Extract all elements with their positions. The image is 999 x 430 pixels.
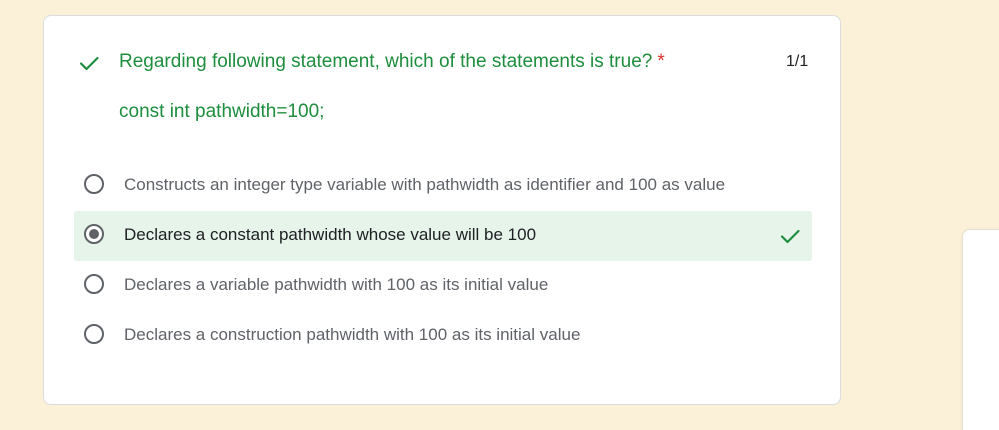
- radio-icon[interactable]: [84, 324, 104, 344]
- question-score: 1/1: [786, 53, 809, 70]
- answer-option-4[interactable]: Declares a construction pathwidth with 1…: [74, 311, 812, 361]
- radio-icon[interactable]: [84, 174, 104, 194]
- option-label: Constructs an integer type variable with…: [124, 175, 726, 194]
- next-card-edge: [962, 229, 999, 430]
- option-label: Declares a variable pathwidth with 100 a…: [124, 275, 549, 294]
- question-code: const int pathwidth=100;: [119, 101, 325, 122]
- radio-dot: [89, 229, 99, 239]
- question-title: Regarding following statement, which of …: [119, 50, 665, 74]
- question-card: Regarding following statement, which of …: [43, 15, 841, 405]
- option-label: Declares a construction pathwidth with 1…: [124, 325, 581, 344]
- required-asterisk: *: [657, 51, 665, 72]
- answer-option-3[interactable]: Declares a variable pathwidth with 100 a…: [74, 261, 812, 311]
- answer-option-2[interactable]: Declares a constant pathwidth whose valu…: [74, 211, 812, 261]
- radio-icon[interactable]: [84, 274, 104, 294]
- option-label: Declares a constant pathwidth whose valu…: [124, 225, 537, 244]
- check-icon: [79, 56, 99, 71]
- radio-selected-icon[interactable]: [84, 224, 104, 244]
- correct-check-icon: [780, 229, 800, 244]
- answer-option-1[interactable]: Constructs an integer type variable with…: [74, 161, 812, 211]
- question-text: Regarding following statement, which of …: [119, 51, 653, 72]
